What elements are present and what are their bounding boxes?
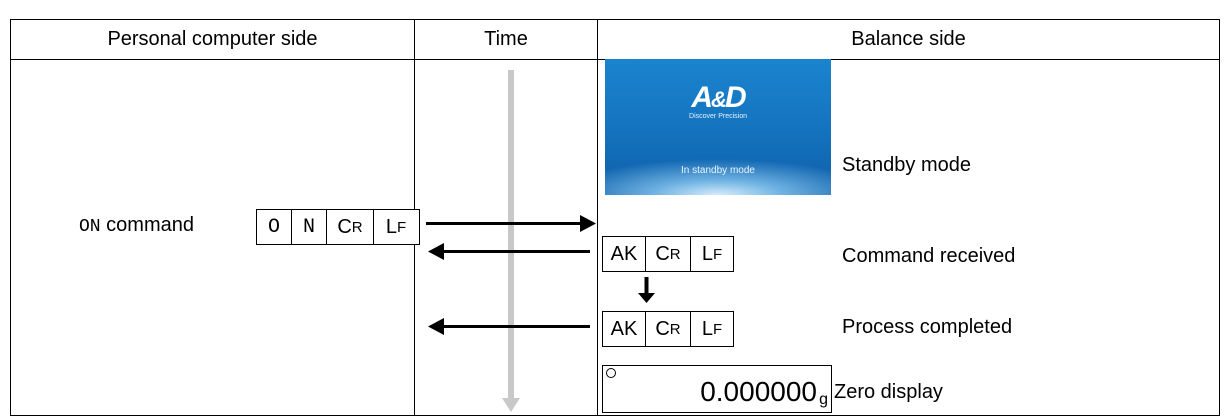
stable-indicator-icon — [606, 368, 616, 378]
resp-ak: AK — [603, 237, 646, 271]
process-completed-label: Process completed — [842, 316, 1013, 338]
ack-arrow — [428, 243, 590, 260]
brand-logo: A&D — [691, 81, 746, 114]
on-command-label: ON command — [79, 214, 194, 237]
zero-unit: g — [819, 391, 828, 408]
header-pc-side: Personal computer side — [10, 19, 415, 60]
resp2-ak: AK — [603, 312, 646, 346]
zero-value: 0.000000 — [700, 376, 817, 407]
on-command-word: command — [100, 214, 194, 236]
standby-screen-image: A&D Discover Precision In standby mode — [605, 59, 831, 195]
char-o: O — [257, 210, 292, 244]
brand-tagline: Discover Precision — [689, 113, 747, 120]
standby-label: Standby mode — [842, 154, 971, 176]
zero-display-box: 0.000000 g — [602, 365, 832, 413]
on-command-code: ON — [79, 217, 101, 237]
completed-arrow — [428, 318, 590, 335]
time-line — [502, 70, 520, 412]
command-received-label: Command received — [842, 245, 1016, 267]
header-time: Time — [414, 19, 598, 60]
on-command-arrow — [426, 215, 596, 232]
standby-mode-text: In standby mode — [681, 165, 755, 176]
char-n: N — [292, 210, 327, 244]
zero-display-label: Zero display — [834, 381, 943, 403]
processing-down-arrow — [638, 277, 655, 303]
